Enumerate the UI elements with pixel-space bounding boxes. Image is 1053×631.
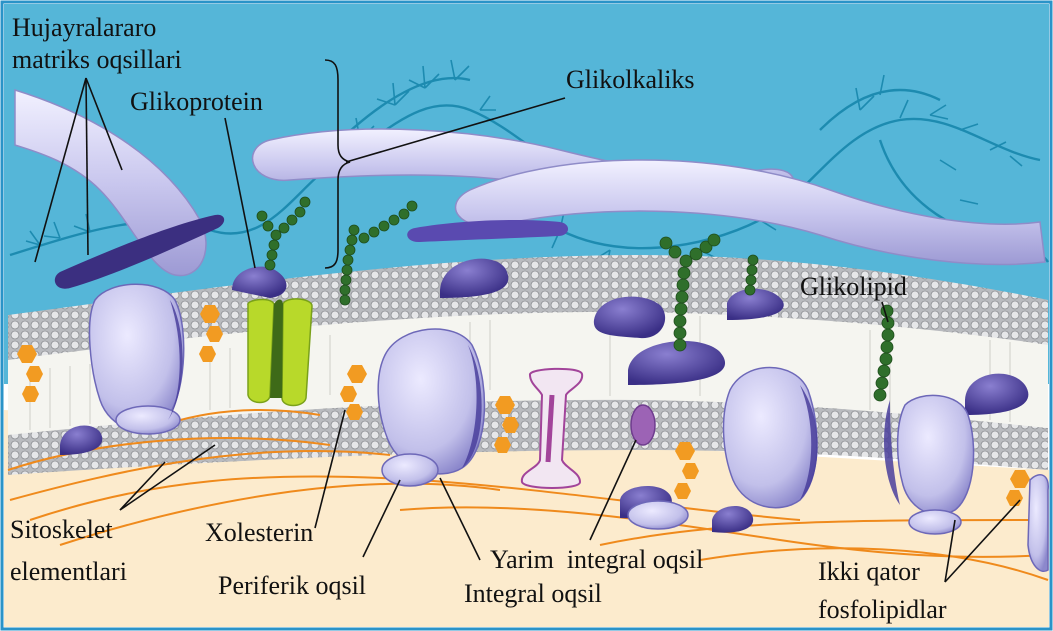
semi-integral-protein bbox=[631, 405, 655, 445]
label-phospholipid-bilayer-line1: Ikki qator bbox=[818, 557, 920, 586]
label-glycolipid: Glikolipid bbox=[800, 272, 907, 301]
label-cytoskeleton-line1: Sitoskelet bbox=[10, 515, 113, 544]
label-cholesterol: Xolesterin bbox=[205, 518, 313, 547]
label-integral-protein: Integral oqsil bbox=[464, 579, 602, 608]
label-cytoskeleton-line2: elementlari bbox=[10, 557, 127, 586]
label-phospholipid-bilayer-line2: fosfolipidlar bbox=[818, 595, 947, 624]
label-peripheral-protein: Periferik oqsil bbox=[218, 571, 366, 600]
label-glycoprotein: Glikoprotein bbox=[130, 87, 263, 116]
label-matrix-proteins-line2: matriks oqsillari bbox=[12, 45, 182, 74]
channel-protein bbox=[248, 299, 312, 406]
label-semi-integral-protein: Yarim integral oqsil bbox=[490, 545, 703, 574]
label-matrix-proteins-line1: Hujayralararo bbox=[12, 13, 156, 42]
label-glycocalyx: Glikolkaliks bbox=[566, 65, 695, 94]
